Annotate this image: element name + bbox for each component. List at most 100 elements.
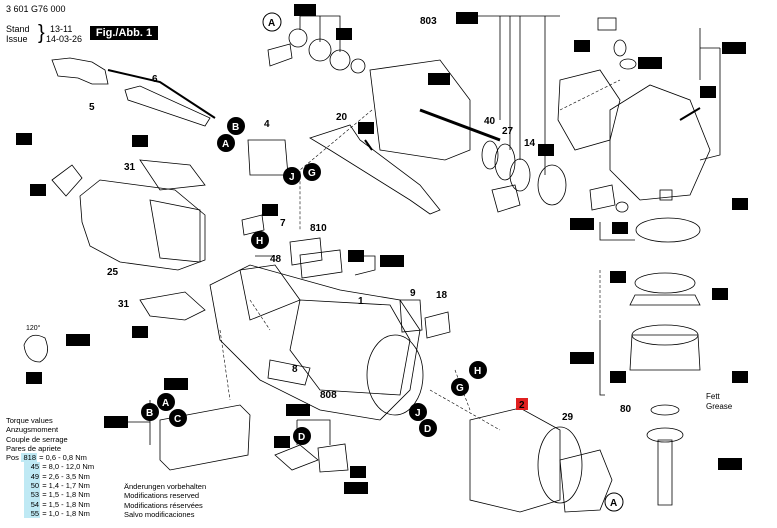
ring-33 [634,272,696,294]
torque-row: 55 = 1,0 - 1,8 Nm [6,508,94,519]
bearing-4 [350,58,366,74]
part-label-9: 9 [410,288,416,299]
switch-mount-shape [239,264,301,321]
part-label-55: 55 [134,137,146,148]
module-816 [299,249,343,279]
part-label-55-b: 55 [264,206,276,217]
issue-label: Issue [6,34,28,44]
part-label-828: 828 [573,354,590,365]
stand-label: Stand [6,24,30,34]
spring-19 [364,139,373,151]
part-label-6: 6 [152,74,158,85]
part-label-840: 840 [725,44,742,55]
grease-label: Grease [706,402,733,411]
part-label-8: 8 [292,364,298,375]
ring-27 [494,143,516,181]
torque-pos: 45 [24,462,41,472]
torque-values-table: Torque values Anzugsmoment Couple de ser… [6,416,95,519]
torque-value: = 0,6 - 0,8 Nm [39,453,87,463]
part-label-C: C [174,414,181,425]
part-label-4: 4 [264,119,270,130]
bearing-2 [308,38,332,62]
bearing-3 [329,49,351,71]
module-816-b [317,443,349,473]
part-label-49-b: 49 [734,373,746,384]
part-label-G-2: G [456,383,464,394]
part-label-H: H [256,236,263,247]
part-label-B: B [232,122,239,133]
part-label-810-b: 810 [69,336,86,347]
part-label-17-b: 17 [28,374,40,385]
torque-pos: 818 [21,453,38,463]
stand-value: 13-11 [50,24,73,34]
stator-front [366,334,424,416]
rear-housing-shape [79,179,206,271]
stator-shape [469,407,561,513]
torque-pos: 53 [24,490,41,500]
cord-guard-shape [124,85,211,127]
part-label-13: 13 [338,30,350,41]
bevel-gear [635,217,701,243]
part-label-835: 835 [431,75,448,86]
mod-line-4: Salvo modificaciones [124,509,195,519]
bearing-cap [267,43,293,67]
torque-value: = 1,0 - 1,8 Nm [42,508,90,518]
part-label-B-2: B [146,408,153,419]
part-label-810: 810 [310,223,327,234]
part-label-27: 27 [502,126,514,137]
part-label-808: 808 [320,390,337,401]
part-label-19: 19 [360,124,372,135]
part-label-55-c: 55 [134,328,146,339]
part-label-53: 53 [702,88,714,99]
angle-label: 120° [26,324,41,332]
torque-title-2: Anzugsmoment [6,425,59,435]
torque-pos: 55 [24,508,41,519]
torque-title-3: Couple de serrage [6,434,68,444]
part-label-A-3: A [162,398,169,409]
part-label-D-2: D [424,424,431,435]
torque-value: = 8,0 - 12,0 Nm [42,462,95,472]
cable-assy [274,444,319,471]
part-label-24: 24 [32,186,44,197]
mod-line-2: Modifications reserved [124,491,200,501]
sleeve-41 [659,189,673,201]
part-label-17-c: 17 [276,438,288,449]
nut-45 [615,201,629,213]
flange-35 [629,294,701,306]
part-label-813: 813 [297,6,314,17]
part-label-18: 18 [436,290,448,301]
pos-label: Pos [6,453,19,463]
header-brace: } [38,22,45,44]
clamp-7 [241,214,265,236]
armature-shape [369,59,471,161]
plate-18 [424,311,451,339]
part-label-803: 803 [420,16,437,27]
fett-label: Fett [706,392,721,401]
part-label-A: A [268,18,275,29]
torque-row: 49 = 2,6 - 3,5 Nm [6,471,94,482]
clip-810 [23,334,48,363]
nameplate-9 [399,299,423,333]
torque-value: = 1,5 - 1,8 Nm [42,490,90,500]
part-label-33: 33 [612,273,624,284]
torque-pos: 49 [24,471,41,482]
torque-row: 54 = 1,5 - 1,8 Nm [6,499,94,509]
mod-line-1: Änderungen vorbehalten [124,482,207,491]
part-label-17: 17 [350,252,362,263]
switch-4 [247,139,289,176]
part-label-H-2: H [474,366,481,377]
label-808 [267,359,311,386]
cord-line [107,69,216,119]
torque-value: = 1,4 - 1,7 Nm [42,481,90,491]
torque-row: 45 = 8,0 - 12,0 Nm [6,462,95,472]
part-label-2: 2 [519,400,525,411]
part-label-7: 7 [280,218,286,229]
part-label-816-b: 816 [289,406,306,417]
part-label-50: 50 [18,135,30,146]
bearing-flange-828 [629,334,701,371]
holder-851 [159,404,251,471]
torque-row: 50 = 1,4 - 1,7 Nm [6,481,94,491]
part-label-1: 1 [358,296,364,307]
